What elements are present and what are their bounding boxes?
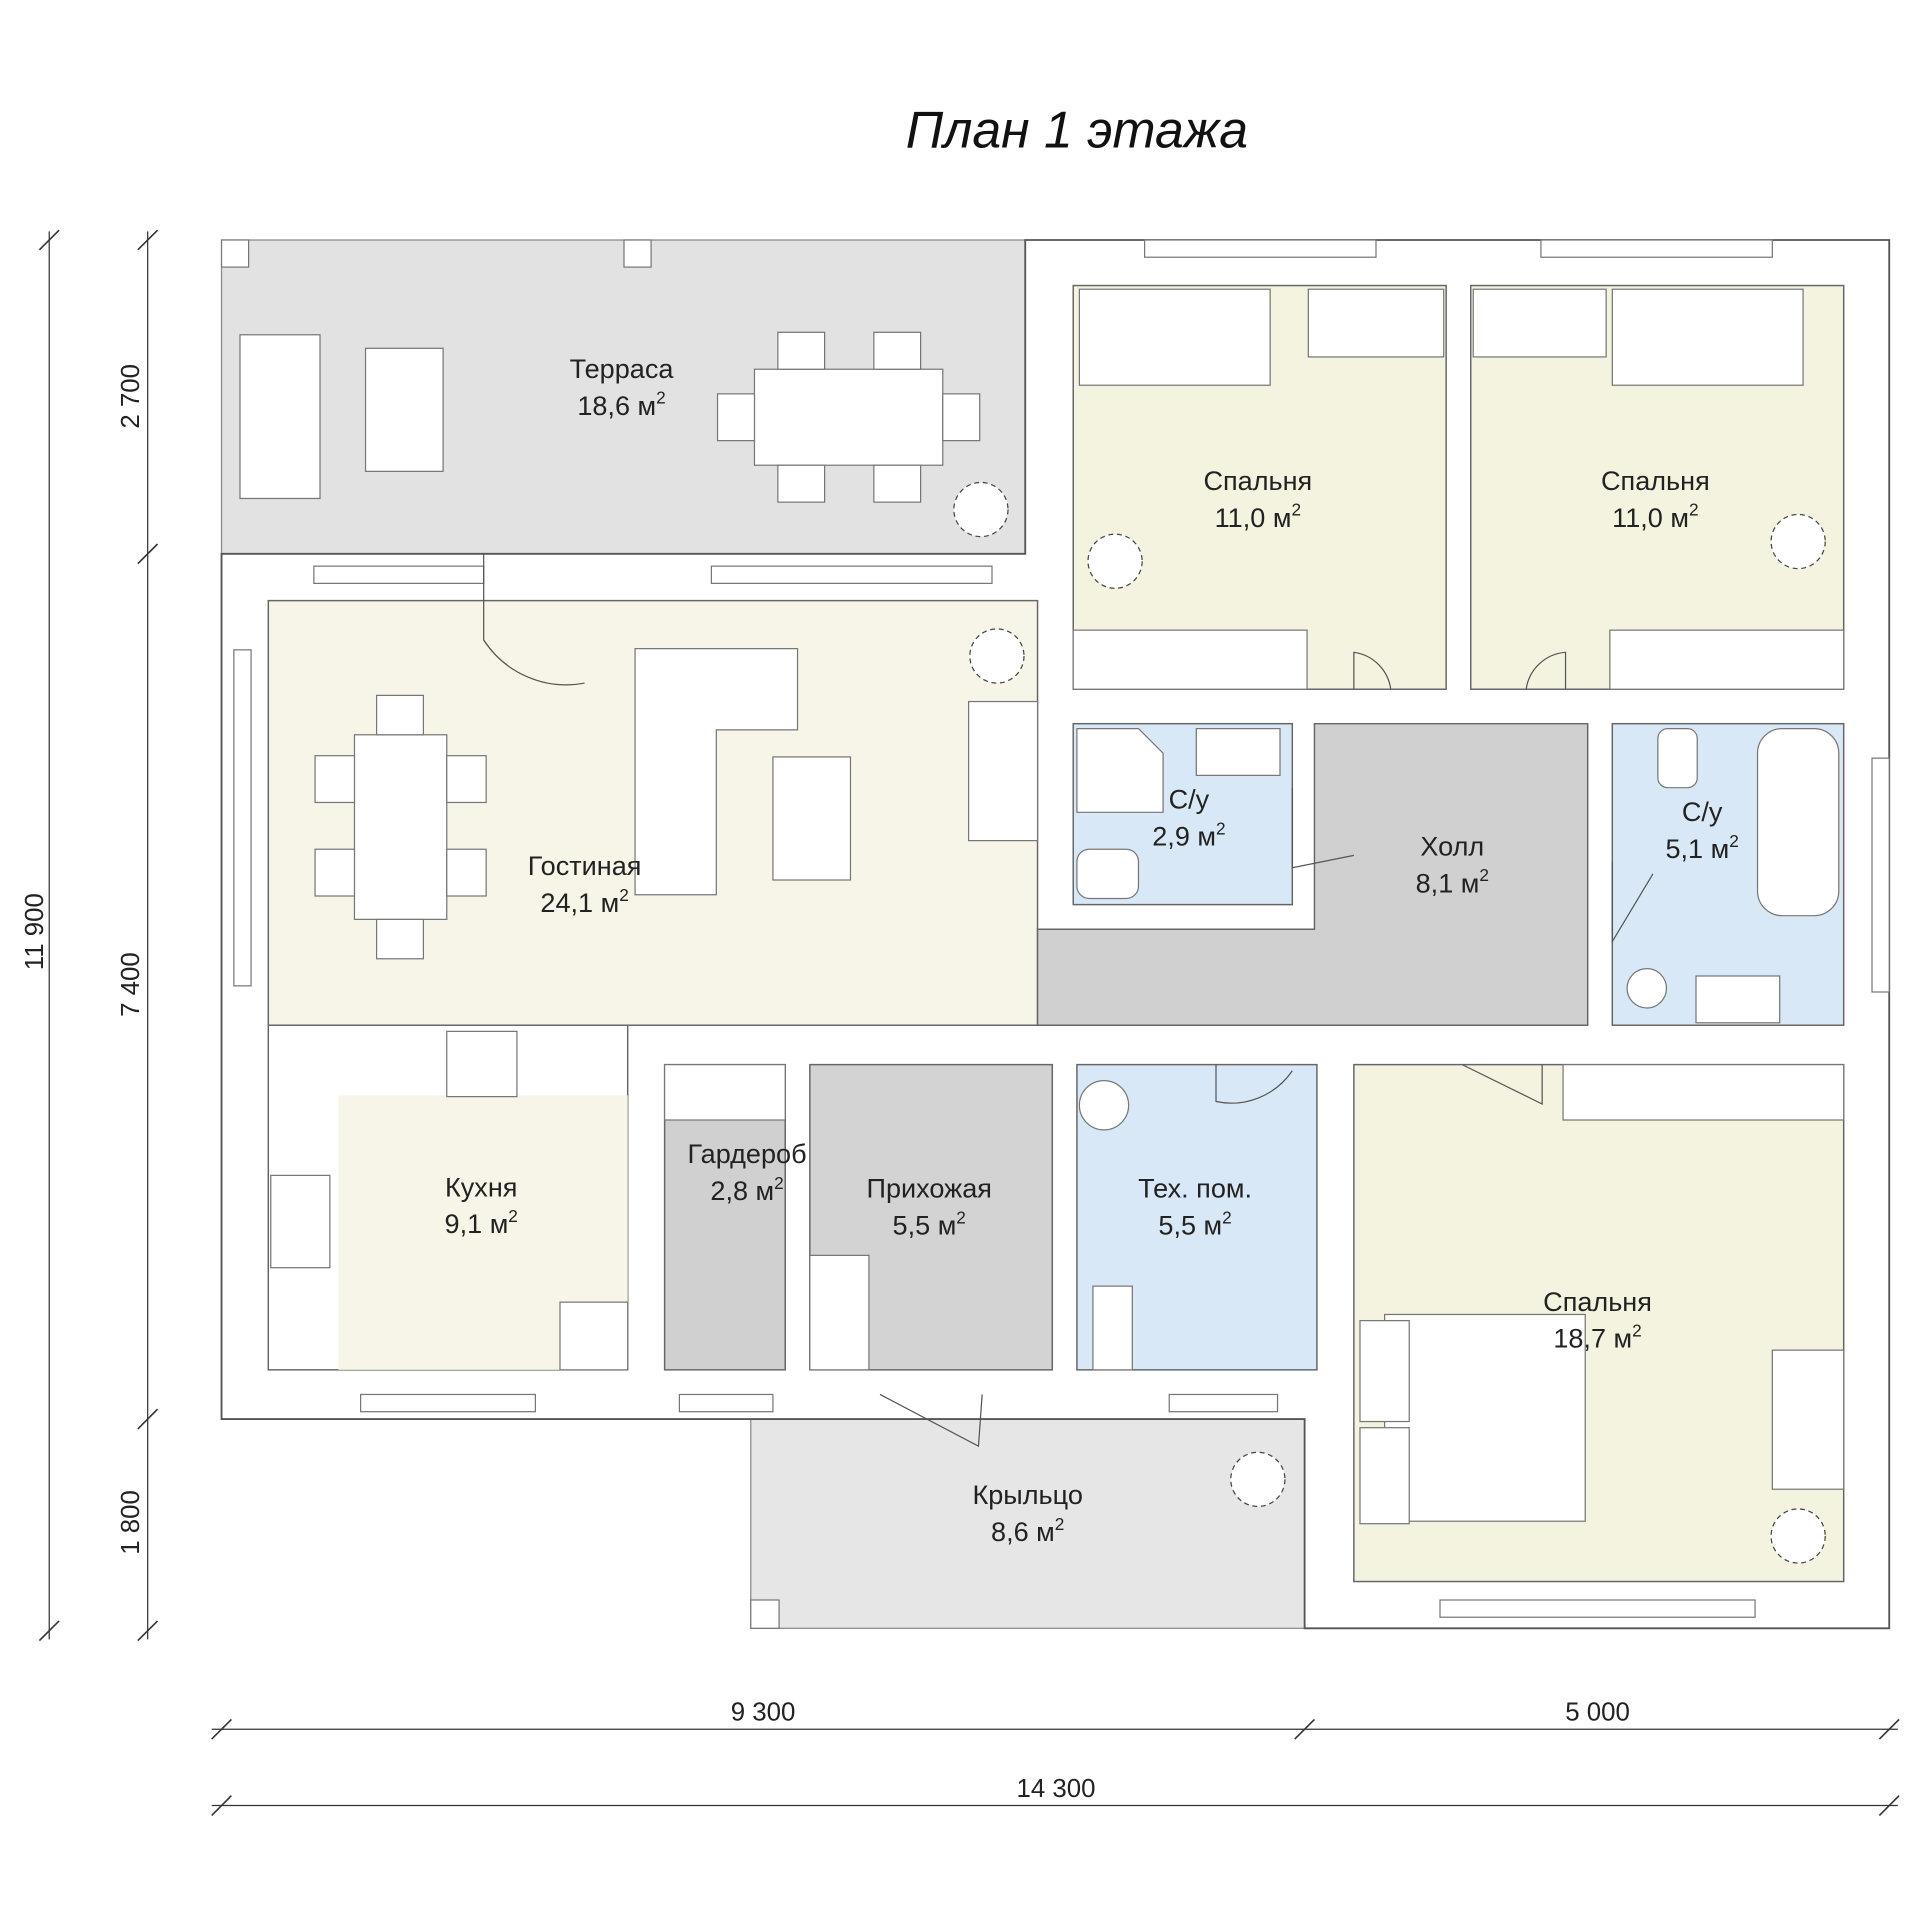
area-value: 5,5 bbox=[893, 1209, 931, 1240]
dim-main-depth: 7 400 bbox=[117, 952, 145, 1017]
dim-porch-depth: 1 800 bbox=[117, 1490, 145, 1555]
dim-left-width: 9 300 bbox=[731, 1699, 796, 1727]
area-unit: м bbox=[938, 1209, 957, 1240]
kitchen-area: 9,1 м2 bbox=[445, 1206, 518, 1239]
bathroom-2-area: 5,1 м2 bbox=[1665, 831, 1738, 864]
area-value: 8,1 bbox=[1416, 867, 1454, 898]
porch-column bbox=[750, 1599, 780, 1629]
area-unit: м bbox=[1204, 1209, 1223, 1240]
terrace-name: Терраса bbox=[570, 353, 675, 384]
area-value: 5,1 bbox=[1665, 833, 1703, 864]
furniture bbox=[239, 288, 1845, 1525]
area-value: 18,7 bbox=[1553, 1323, 1606, 1354]
area-unit-power: 2 bbox=[774, 1173, 784, 1193]
area-unit: м bbox=[756, 1175, 775, 1206]
area-unit: м bbox=[1273, 502, 1292, 533]
bathroom-1-area: 2,9 м2 bbox=[1152, 818, 1225, 851]
area-unit-power: 2 bbox=[1055, 1514, 1065, 1534]
area-value: 2,9 bbox=[1152, 821, 1190, 852]
wardrobe-area: 2,8 м2 bbox=[710, 1173, 783, 1206]
area-unit-power: 2 bbox=[656, 388, 666, 408]
dim-right-width: 5 000 bbox=[1565, 1699, 1630, 1727]
area-unit: м bbox=[601, 887, 620, 918]
bedroom-3-name: Спальня bbox=[1543, 1286, 1652, 1317]
area-value: 18,6 bbox=[577, 390, 630, 421]
utility-room-area: 5,5 м2 bbox=[1158, 1207, 1231, 1240]
entrance-hall-name: Прихожая bbox=[867, 1173, 992, 1204]
windows bbox=[233, 239, 1890, 1618]
living-room-name: Гостиная bbox=[528, 850, 642, 881]
area-value: 11,0 bbox=[1612, 502, 1663, 533]
dim-terrace-depth: 2 700 bbox=[117, 364, 145, 429]
bathroom-1-name: С/у bbox=[1169, 784, 1210, 815]
porch-floor bbox=[750, 1418, 1306, 1629]
dimension-lines: 11 900 2 700 7 400 1 800 9 300 5 000 14 … bbox=[21, 229, 1900, 1816]
area-unit-power: 2 bbox=[1216, 818, 1226, 838]
area-unit-power: 2 bbox=[508, 1206, 518, 1226]
area-unit: м bbox=[638, 390, 657, 421]
wardrobe-name: Гардероб bbox=[688, 1138, 807, 1169]
porch-name: Крыльцо bbox=[972, 1479, 1082, 1510]
area-unit: м bbox=[1711, 833, 1730, 864]
dim-total-height: 11 900 bbox=[21, 893, 49, 970]
hall-area: 8,1 м2 bbox=[1416, 865, 1489, 898]
area-value: 11,0 bbox=[1215, 502, 1266, 533]
terrace-column bbox=[220, 239, 250, 268]
area-unit-power: 2 bbox=[1222, 1207, 1232, 1227]
area-unit-power: 2 bbox=[1291, 500, 1301, 520]
hall-name: Холл bbox=[1420, 830, 1484, 861]
area-unit: м bbox=[1036, 1516, 1055, 1547]
area-unit: м bbox=[1614, 1323, 1633, 1354]
area-unit-power: 2 bbox=[619, 885, 629, 905]
area-unit: м bbox=[1197, 821, 1216, 852]
kitchen-name: Кухня bbox=[445, 1171, 517, 1202]
area-value: 9,1 bbox=[445, 1208, 483, 1239]
plant-icons bbox=[953, 481, 1826, 1564]
bedroom-1-area: 11,0 м2 bbox=[1215, 500, 1301, 533]
area-unit: м bbox=[1461, 867, 1480, 898]
area-value: 2,8 bbox=[710, 1175, 748, 1206]
area-unit-power: 2 bbox=[1729, 831, 1739, 851]
entrance-hall-area: 5,5 м2 bbox=[893, 1207, 966, 1240]
utility-room-name: Тех. пом. bbox=[1138, 1173, 1252, 1204]
bedroom-3-area: 18,7 м2 bbox=[1553, 1321, 1641, 1354]
hall-floor bbox=[1036, 722, 1589, 1026]
bathroom-2-name: С/у bbox=[1682, 796, 1723, 827]
living-room-area: 24,1 м2 bbox=[540, 885, 628, 918]
bedroom-2-area: 11,0 м2 bbox=[1612, 500, 1698, 533]
area-unit-power: 2 bbox=[1689, 500, 1699, 520]
terrace-column bbox=[623, 239, 652, 268]
plan-title: План 1 этажа bbox=[906, 101, 1248, 159]
area-unit-power: 2 bbox=[956, 1207, 966, 1227]
dim-total-width: 14 300 bbox=[1016, 1775, 1095, 1803]
bedroom-1-name: Спальня bbox=[1203, 465, 1312, 496]
area-value: 5,5 bbox=[1158, 1209, 1196, 1240]
area-value: 24,1 bbox=[540, 887, 593, 918]
terrace-area: 18,6 м2 bbox=[577, 388, 665, 421]
area-unit-power: 2 bbox=[1632, 1321, 1642, 1341]
doors bbox=[483, 553, 1654, 1448]
area-unit-power: 2 bbox=[1479, 865, 1489, 885]
porch-area: 8,6 м2 bbox=[991, 1514, 1064, 1547]
area-unit: м bbox=[1670, 502, 1689, 533]
bedroom-2-name: Спальня bbox=[1601, 465, 1710, 496]
area-value: 8,6 bbox=[991, 1516, 1029, 1547]
area-unit: м bbox=[490, 1208, 509, 1239]
